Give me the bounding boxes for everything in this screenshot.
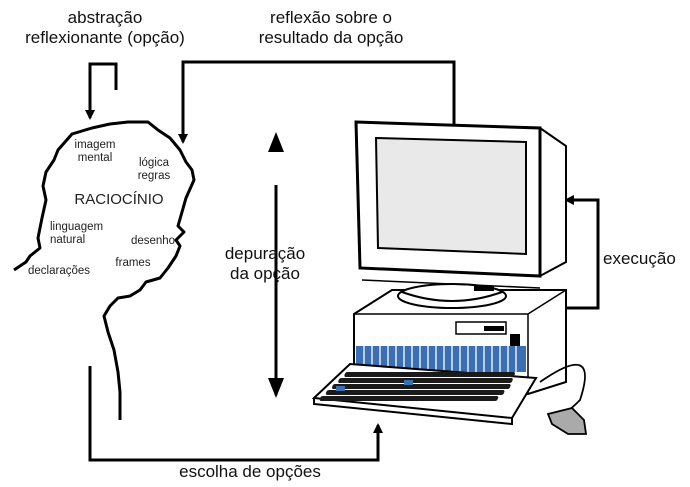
term-natural-language: linguagem natural	[50, 221, 118, 247]
abstraction-arrow	[85, 62, 118, 120]
term-mental: mental	[77, 152, 113, 164]
monitor-screen	[374, 136, 527, 256]
term-regras: regras	[137, 170, 171, 182]
term-frames: frames	[115, 257, 151, 269]
label-reflection: reflexão sobre o resultado da opção	[216, 8, 446, 48]
label-choice: escolha de opções	[179, 462, 321, 481]
head-silhouette	[13, 120, 196, 420]
choice-arrow	[88, 366, 383, 462]
term-raciocinio: RACIOCÍNIO	[74, 191, 164, 208]
term-linguagem: linguagem	[50, 221, 104, 233]
label-execution: execução	[603, 249, 676, 268]
label-reflection-line2: resultado da opção	[258, 28, 404, 47]
term-logic-rules: lógica regras	[134, 157, 174, 183]
term-natural: natural	[50, 234, 86, 246]
execution-arrow	[564, 195, 600, 310]
label-debugging-line1: depuração	[224, 244, 306, 263]
computer-illustration	[311, 120, 588, 435]
label-abstraction-line1: abstração	[67, 8, 143, 27]
reflection-arrow	[178, 60, 456, 144]
term-imagem: imagem	[74, 139, 116, 151]
label-debugging: depuração da opção	[210, 244, 320, 284]
term-logica: lógica	[138, 157, 170, 169]
label-abstraction-line2: reflexionante (opção)	[25, 28, 185, 47]
term-declaracoes: declarações	[28, 265, 91, 277]
label-debugging-line2: da opção	[230, 264, 300, 283]
label-reflection-line1: reflexão sobre o	[270, 8, 392, 27]
term-desenho: desenho	[130, 235, 176, 247]
term-image-mental: imagem mental	[70, 139, 120, 165]
label-abstraction: abstração reflexionante (opção)	[20, 8, 190, 48]
mouse	[546, 407, 588, 435]
